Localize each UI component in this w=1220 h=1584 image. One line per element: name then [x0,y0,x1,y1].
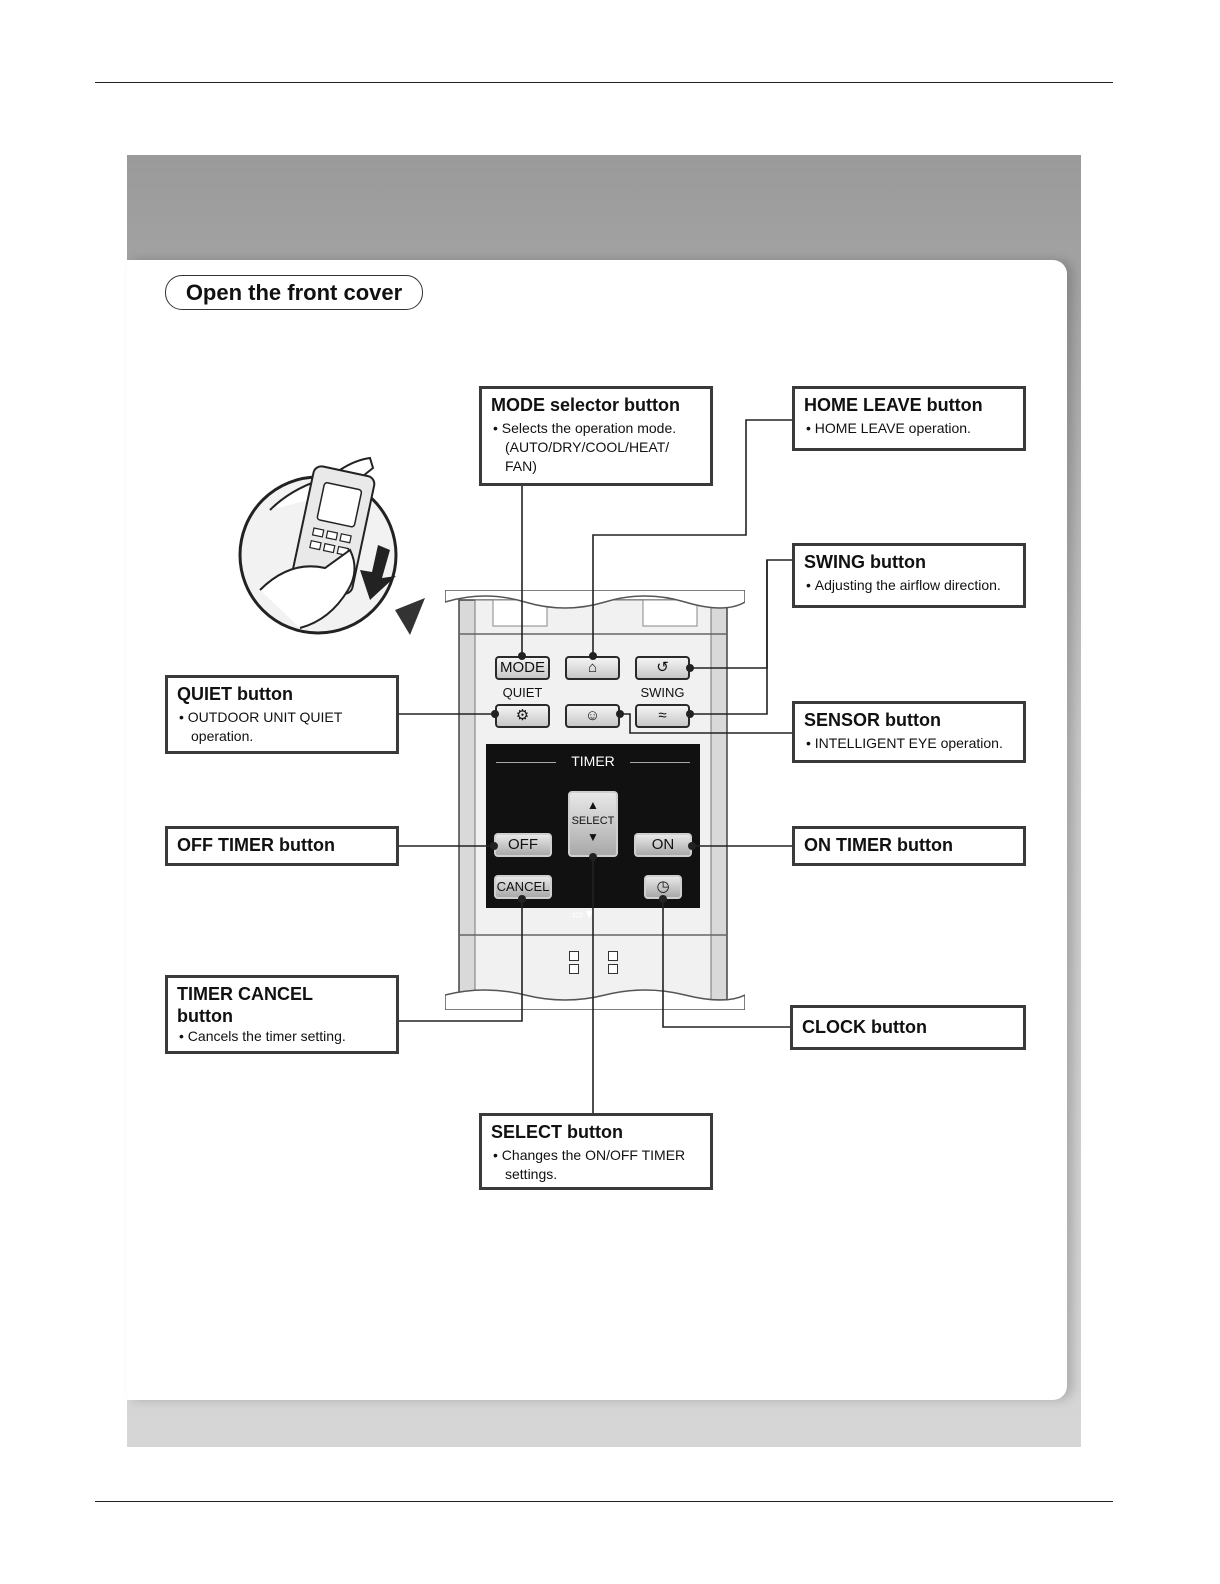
mode-selector-callout: MODE selector button Selects the operati… [479,386,713,486]
front-cover-heading: Open the front cover [165,275,423,310]
airflow-icon: ≈ [658,707,667,724]
callout-description: HOME LEAVE operation. [804,419,1014,438]
callout-description: Adjusting the airflow direction. [804,576,1014,595]
on-timer-callout: ON TIMER button [792,826,1026,866]
off-timer-button[interactable]: OFF [494,833,552,857]
swing-button[interactable]: ↺ [635,656,690,680]
sensor-button[interactable]: ☺ [565,704,620,728]
timer-divider-right [630,762,690,763]
callout-title: SWING button [804,552,926,572]
quiet-button[interactable]: ⚙ [495,704,550,728]
home-leave-callout: HOME LEAVE button HOME LEAVE operation. [792,386,1026,451]
select-callout: SELECT button Changes the ON/OFF TIMER s… [479,1113,713,1190]
callout-description: OUTDOOR UNIT QUIET operation. [177,708,387,746]
callout-title: QUIET button [177,684,293,704]
select-button[interactable]: ▲ SELECT ▼ [568,791,618,857]
callout-description: Changes the ON/OFF TIMER settings. [491,1146,701,1184]
home-icon: ⌂ [587,659,598,676]
swing-icon: ↺ [656,659,669,676]
timer-label: TIMER [571,753,615,769]
indicator-dot [608,951,618,961]
callout-title: TIMER CANCEL button [177,984,313,1026]
swing-flap-button[interactable]: ≈ [635,704,690,728]
home-leave-button[interactable]: ⌂ [565,656,620,680]
quiet-callout: QUIET button OUTDOOR UNIT QUIET operatio… [165,675,399,754]
select-button-label: SELECT [571,815,615,827]
off-timer-callout: OFF TIMER button [165,826,399,866]
callout-title: SELECT button [491,1122,623,1142]
arrow-up-icon: ▲ [587,798,599,812]
on-timer-button[interactable]: ON [634,833,692,857]
callout-title: MODE selector button [491,395,681,415]
callout-title: HOME LEAVE button [804,395,983,415]
quiet-label: QUIET [502,685,543,700]
callout-title: OFF TIMER button [177,835,335,855]
clock-callout: CLOCK button [790,1005,1026,1050]
timer-cancel-button[interactable]: CANCEL [494,875,552,899]
timer-cancel-callout: TIMER CANCEL button Cancels the timer se… [165,975,399,1054]
indicator-dot [569,964,579,974]
sensor-callout: SENSOR button INTELLIGENT EYE operation. [792,701,1026,763]
arrow-down-icon: ▼ [587,830,599,844]
indicator-dot [569,951,579,961]
callout-description: Selects the operation mode. (AUTO/DRY/CO… [491,419,701,476]
sensor-icon: ☺ [584,707,601,724]
swing-label: SWING [640,685,685,700]
callout-title: ON TIMER button [804,835,953,855]
header-rule [95,82,1113,83]
indicator-dot [608,964,618,974]
mode-button[interactable]: MODE [495,656,550,680]
battery-icon: ▭▼ [572,907,596,921]
callout-title: SENSOR button [804,710,941,730]
callout-description: INTELLIGENT EYE operation. [804,734,1014,753]
swing-callout: SWING button Adjusting the airflow direc… [792,543,1026,608]
open-cover-illustration [238,456,425,635]
callout-description: Cancels the timer setting. [177,1027,387,1046]
callout-title: CLOCK button [802,1017,927,1037]
clock-button[interactable]: ◷ [644,875,682,899]
timer-divider-left [496,762,556,763]
quiet-icon: ⚙ [515,707,530,724]
footer-rule [95,1501,1113,1502]
clock-icon: ◷ [656,878,670,895]
